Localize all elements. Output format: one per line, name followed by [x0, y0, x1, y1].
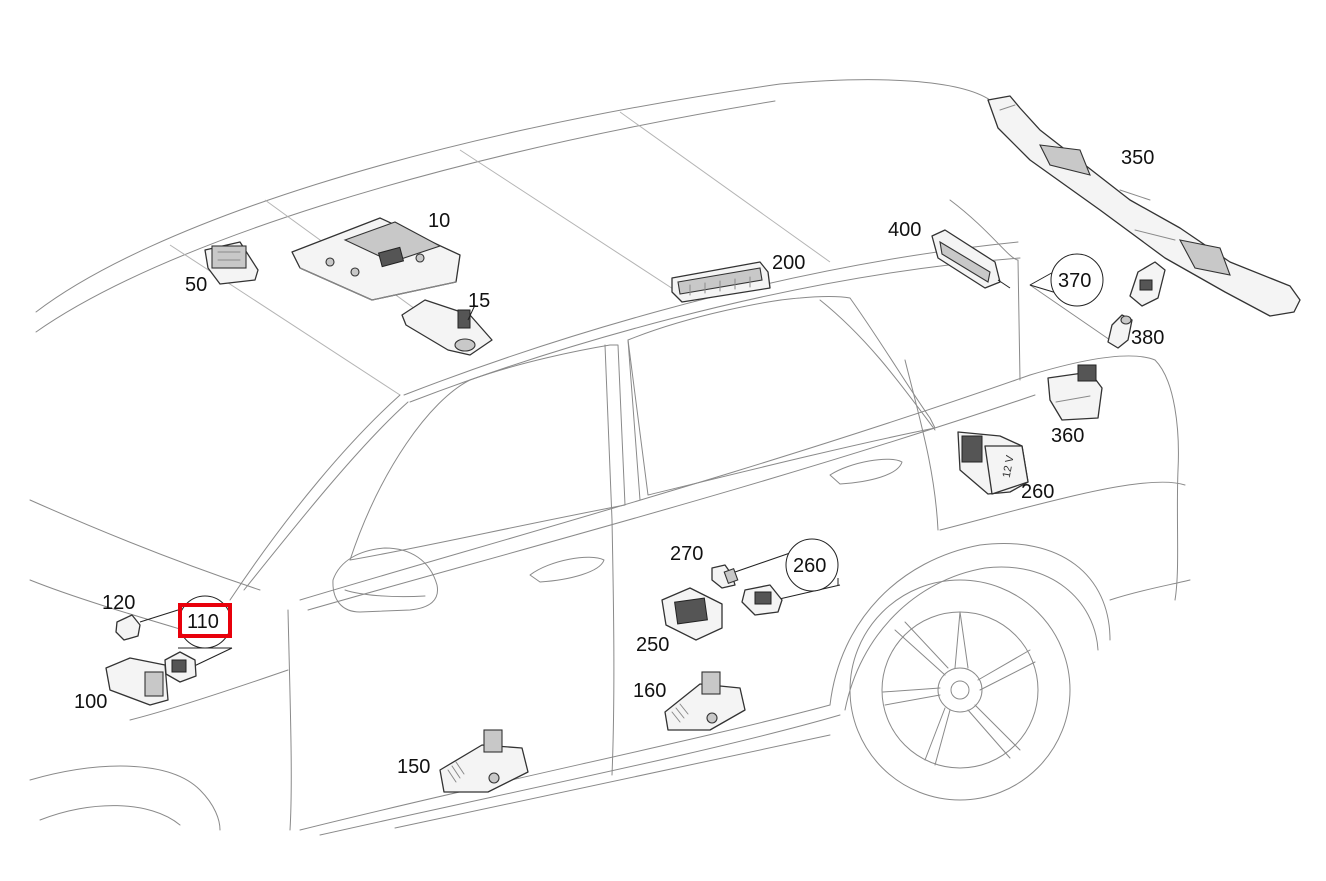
label-260[interactable]: 260 [793, 555, 826, 577]
label-370[interactable]: 370 [1058, 270, 1091, 292]
part-150-entry-lamp[interactable] [439, 729, 529, 793]
part-380-bulb[interactable] [1107, 314, 1133, 349]
label-50[interactable]: 50 [185, 274, 207, 296]
part-350-tailgate-trim[interactable] [987, 95, 1301, 317]
label-10[interactable]: 10 [428, 210, 450, 232]
label-15[interactable]: 15 [468, 290, 490, 312]
label-380[interactable]: 380 [1131, 327, 1164, 349]
highlight-box-110 [178, 603, 232, 638]
part-360-trunk-lamp[interactable] [1047, 364, 1103, 421]
label-200[interactable]: 200 [772, 252, 805, 274]
part-200-interior-light-bar[interactable] [671, 261, 771, 303]
car-outline [29, 79, 1191, 836]
part-270-bulb[interactable] [711, 564, 739, 589]
label-350[interactable]: 350 [1121, 147, 1154, 169]
label-120[interactable]: 120 [102, 592, 135, 614]
label-250[interactable]: 250 [636, 634, 669, 656]
label-400[interactable]: 400 [888, 219, 921, 241]
part-15-reading-lamp[interactable] [401, 299, 493, 356]
label-150[interactable]: 150 [397, 756, 430, 778]
part-260-bulb-socket[interactable] [741, 584, 783, 616]
label-270[interactable]: 270 [670, 543, 703, 565]
part-120-bulb[interactable] [115, 614, 141, 641]
circle-260 [785, 538, 839, 592]
part-250-door-lamp[interactable] [661, 587, 723, 641]
label-100[interactable]: 100 [74, 691, 107, 713]
part-400-cargo-lamp[interactable] [931, 229, 1011, 289]
label-160[interactable]: 160 [633, 680, 666, 702]
part-110-bulb-socket[interactable] [164, 651, 197, 683]
label-110[interactable]: 110 [187, 611, 219, 633]
part-300-12v-socket[interactable]: 12 V [957, 431, 1029, 495]
part-100-footwell-lamp[interactable] [105, 657, 169, 706]
part-50-switch[interactable] [204, 241, 259, 285]
part-10-overhead-module[interactable] [291, 217, 461, 301]
label-300[interactable]: 260 [1021, 481, 1054, 503]
part-370-bulb-socket[interactable] [1129, 261, 1166, 307]
circle-370 [1050, 253, 1104, 307]
label-360[interactable]: 360 [1051, 425, 1084, 447]
socket-marking-12v: 12 V [1001, 454, 1017, 479]
part-160-entry-lamp[interactable] [664, 671, 746, 731]
